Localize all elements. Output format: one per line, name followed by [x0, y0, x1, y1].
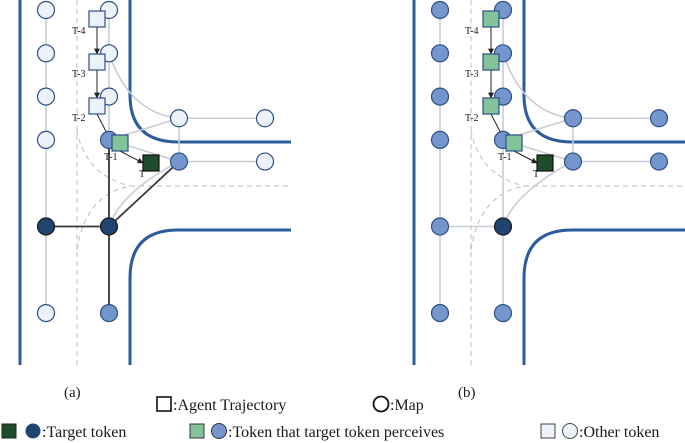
- map-node-other: [36, 44, 56, 63]
- legend: :Agent Trajectory :Map :Target token :To…: [1, 395, 659, 441]
- map-node-target: [99, 217, 119, 236]
- time-label-t2: T-2: [72, 113, 86, 124]
- trajectory-token-t4: [482, 10, 500, 28]
- map-node-other: [36, 87, 56, 106]
- legend-map-circle: [372, 395, 390, 413]
- time-label-t4: T-4: [465, 26, 479, 37]
- time-label-t3: T-3: [465, 69, 479, 80]
- lane-turn-upper: [470, 129, 525, 187]
- map-nodes: [36, 0, 275, 323]
- legend-other-square: [540, 423, 556, 439]
- map-link-curve-upper: [502, 53, 574, 120]
- time-label-t1: T-1: [498, 152, 512, 163]
- legend-other-label: :Other token: [579, 424, 659, 441]
- map-node-perceived: [563, 109, 583, 128]
- legend-target-square: [1, 423, 17, 439]
- legend-perceived-square: [189, 423, 205, 439]
- panel-caption: (b): [458, 385, 476, 401]
- map-node-other: [255, 152, 275, 171]
- map-node-perceived: [563, 152, 583, 171]
- trajectory-tokens: [482, 10, 554, 172]
- trajectory-token-t3: [88, 53, 106, 71]
- trajectory-token-t: [142, 154, 160, 172]
- lane-turn-lower: [470, 185, 525, 251]
- target-link-branch: [108, 160, 180, 228]
- target-links: [46, 139, 180, 314]
- lane-turn-upper: [76, 129, 131, 187]
- legend-perceived-circle: [211, 423, 227, 439]
- time-label-t3: T-3: [72, 69, 86, 80]
- legend-perceived-label: :Token that target token perceives: [228, 424, 444, 441]
- map-node-target-neighbor: [36, 217, 56, 236]
- legend-map-label: :Map: [390, 397, 424, 414]
- trajectory-arrow: [513, 150, 538, 164]
- map-node-target: [493, 217, 513, 236]
- map-node-perceived: [649, 152, 669, 171]
- map-node-other: [255, 109, 275, 128]
- legend-target-circle: [25, 423, 41, 439]
- trajectory-arrow: [119, 150, 144, 164]
- map-node-perceived: [493, 304, 513, 323]
- map-node-other: [36, 0, 56, 20]
- trajectory-token-t2: [88, 97, 106, 115]
- map-node-other: [169, 109, 189, 128]
- time-label-t4: T-4: [72, 26, 86, 37]
- trajectory-token-t1: [111, 134, 129, 152]
- trajectory-arrows: [94, 27, 144, 164]
- map-node-perceived: [649, 109, 669, 128]
- trajectory-token-t3: [482, 53, 500, 71]
- time-label-t1: T-1: [104, 152, 118, 163]
- map-node-other: [36, 130, 56, 149]
- map-node-perceived: [99, 304, 119, 323]
- panel-caption: (a): [64, 385, 81, 401]
- legend-agent-trajectory-square: [156, 396, 172, 412]
- trajectory-token-t1: [505, 134, 523, 152]
- legend-target-label: :Target token: [42, 424, 126, 441]
- map-node-perceived: [430, 0, 450, 20]
- map-node-perceived: [430, 44, 450, 63]
- map-nodes: [430, 0, 669, 323]
- time-label-t2: T-2: [465, 113, 479, 124]
- lane-turn-lower: [76, 185, 131, 251]
- lane-guides: [470, 0, 685, 365]
- legend-other-circle: [562, 423, 578, 439]
- time-label-t: T: [533, 169, 539, 180]
- map-node-perceived: [430, 87, 450, 106]
- map-node-perceived: [430, 217, 450, 236]
- trajectory-token-t4: [88, 10, 106, 28]
- legend-agent-trajectory-label: :Agent Trajectory: [173, 397, 286, 414]
- panel-b: T-4 T-3 T-2 T-1 T (b): [412, 0, 685, 401]
- map-node-perceived: [169, 152, 189, 171]
- trajectory-token-t: [536, 154, 554, 172]
- road-edge-lower: [522, 228, 685, 365]
- lane-guides: [76, 0, 291, 365]
- road-boundaries: [412, 0, 685, 365]
- time-label-t: T: [139, 169, 145, 180]
- map-link-curve-upper: [108, 53, 180, 120]
- trajectory-tokens: [88, 10, 160, 172]
- map-node-other: [36, 304, 56, 323]
- trajectory-token-t2: [482, 97, 500, 115]
- map-node-perceived: [430, 304, 450, 323]
- panel-a: T-4 T-3 T-2 T-1 T (a): [18, 0, 291, 401]
- map-node-perceived: [430, 130, 450, 149]
- road-edge-lower: [128, 228, 291, 365]
